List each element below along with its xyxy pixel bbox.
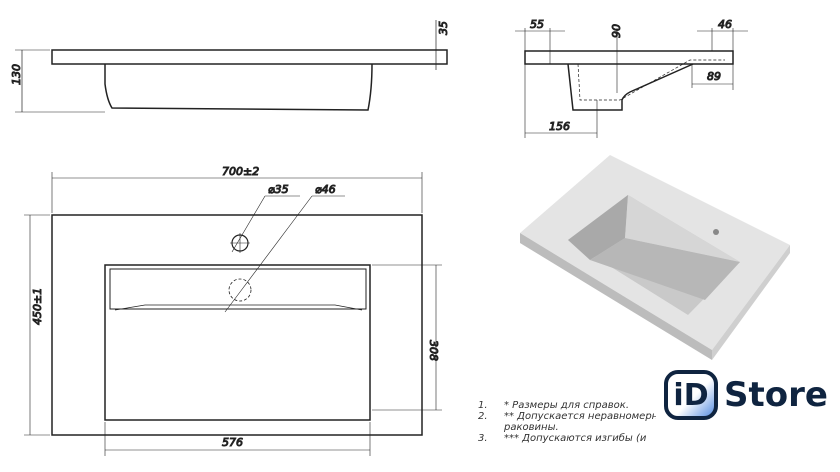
note-item: 3.*** Допускаются изгибы (и <box>478 433 647 444</box>
dim-hole-diameter: ⌀35 <box>268 183 289 196</box>
logo-mark: iD <box>664 370 718 420</box>
dim-side-90: 90 <box>610 24 623 38</box>
dim-side-89: 89 <box>707 70 721 83</box>
dim-basin-depth: 308 <box>427 340 440 361</box>
note-item: раковины. <box>504 422 559 433</box>
side-view: 55 46 90 89 156 <box>515 18 748 138</box>
isometric-view <box>520 155 790 360</box>
dim-basin-width: 576 <box>222 436 243 449</box>
idstore-logo: iD Store <box>664 370 828 420</box>
front-view: 130 35 <box>10 20 451 113</box>
dim-side-55: 55 <box>530 18 544 31</box>
dim-front-height: 130 <box>10 64 23 85</box>
dim-front-slab: 35 <box>437 21 450 35</box>
drain-hole <box>228 278 252 302</box>
dim-width: 700±2 <box>222 165 259 178</box>
dim-depth: 450±1 <box>31 288 44 325</box>
plan-view: 700±2 ⌀35 ⌀46 450±1 308 576 <box>24 165 442 456</box>
dim-drain-diameter: ⌀46 <box>315 183 336 196</box>
notes-list: 1.* Размеры для справок. 2.** Допускаетс… <box>478 400 656 444</box>
dim-side-156: 156 <box>549 120 570 133</box>
note-item: 2.** Допускается неравномерность <box>478 411 656 422</box>
logo-text: Store <box>724 375 828 415</box>
dim-side-46: 46 <box>718 18 732 31</box>
note-item: 1.* Размеры для справок. <box>478 400 630 411</box>
